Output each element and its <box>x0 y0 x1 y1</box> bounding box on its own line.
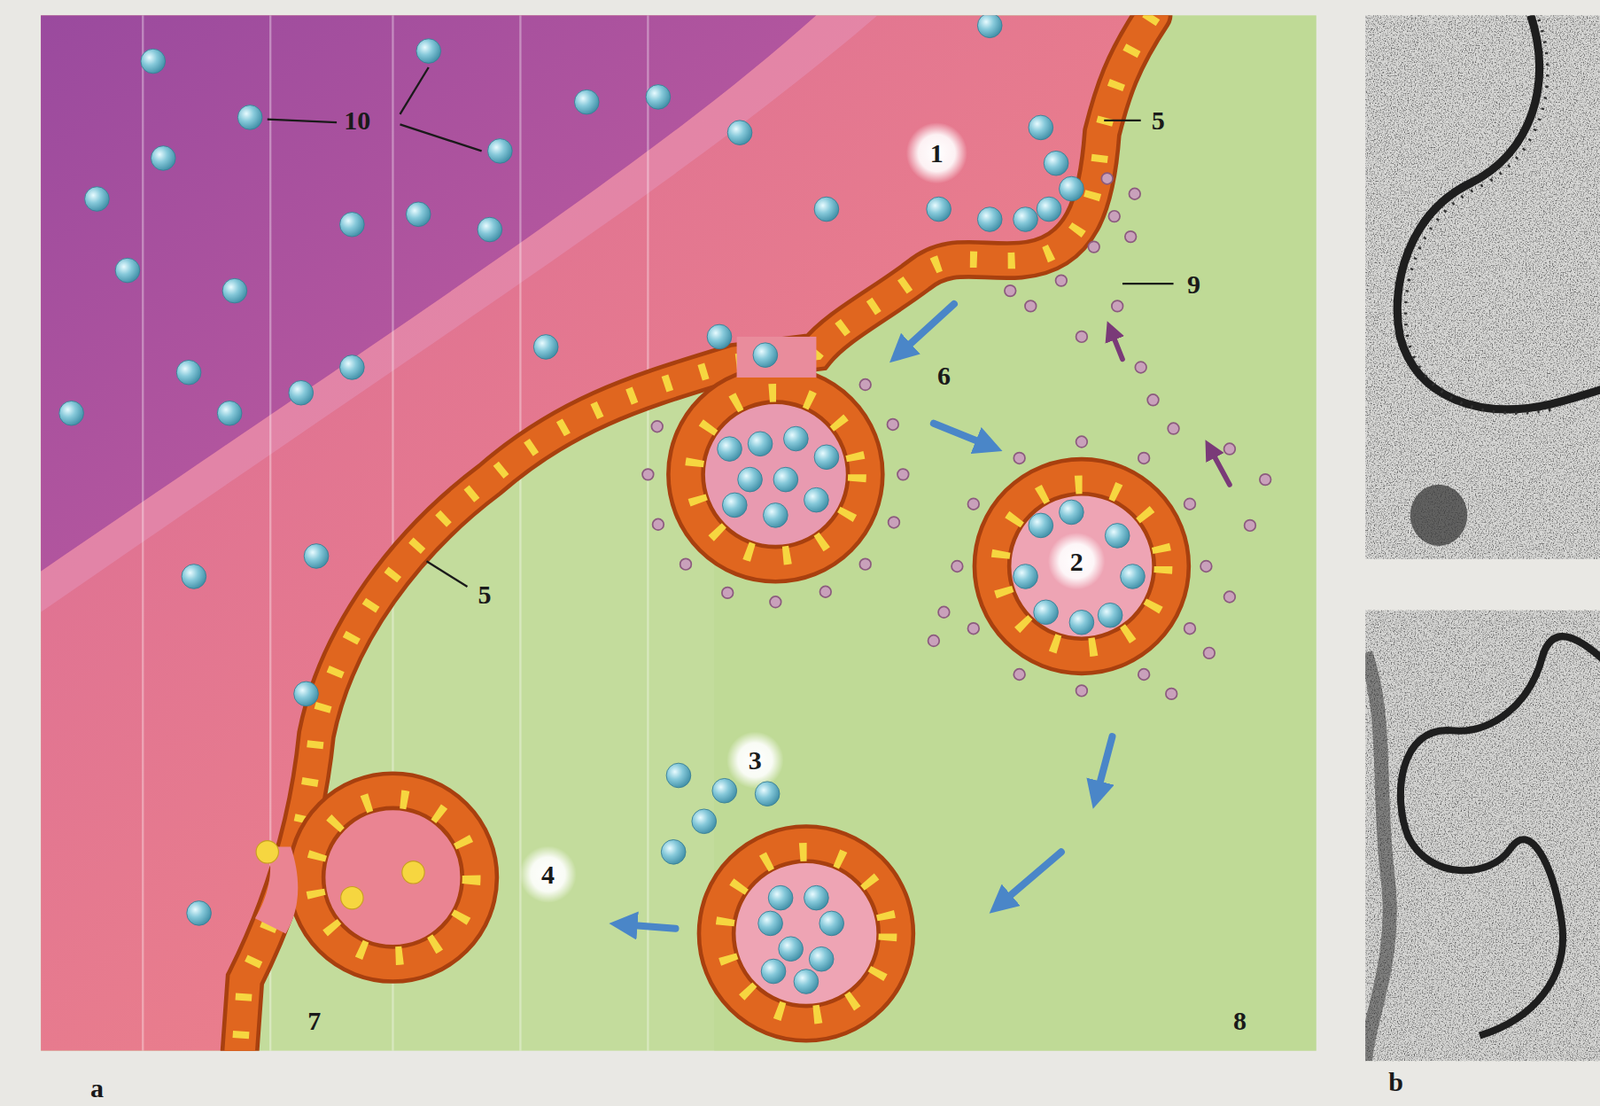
panel-letter: a <box>90 1072 104 1103</box>
callout-number: 1 <box>930 138 944 168</box>
callout-number: 3 <box>748 745 762 775</box>
panel-letter: b <box>1388 1066 1404 1096</box>
callout-number: 2 <box>1070 546 1084 576</box>
callout-number: 7 <box>307 1005 321 1035</box>
callout-number: 8 <box>1233 1005 1247 1035</box>
callout-number: 9 <box>1187 269 1201 299</box>
callout-number: 6 <box>937 360 951 390</box>
callout-number: 5 <box>1151 105 1166 135</box>
callout-number: 10 <box>343 105 371 135</box>
callout-number: 4 <box>541 859 555 889</box>
callout-number: 5 <box>478 579 492 609</box>
